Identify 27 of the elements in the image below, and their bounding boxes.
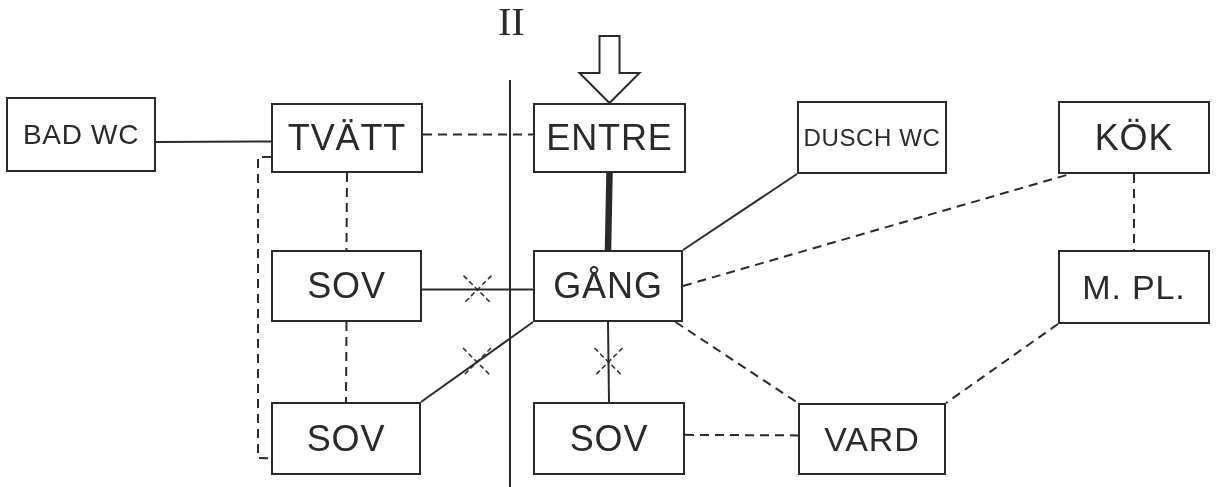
connector-line bbox=[604, 172, 613, 251]
section-label: II bbox=[498, 2, 525, 42]
room-box: BAD WC bbox=[6, 97, 156, 172]
room-box: DUSCH WC bbox=[797, 101, 947, 174]
connector-line bbox=[684, 433, 799, 437]
connector-line bbox=[422, 133, 534, 136]
connector-line bbox=[1133, 173, 1135, 251]
connector-line bbox=[155, 140, 272, 143]
room-box: VARD bbox=[798, 403, 946, 475]
connector-line bbox=[345, 172, 348, 251]
room-box: M. PL. bbox=[1058, 250, 1210, 324]
connector-line bbox=[421, 288, 534, 291]
connector-line bbox=[607, 321, 610, 403]
room-box: KÖK bbox=[1058, 101, 1210, 174]
connector-line bbox=[674, 321, 799, 404]
room-box: ENTRE bbox=[533, 103, 686, 173]
room-box: SOV bbox=[271, 250, 422, 322]
room-box: GÅNG bbox=[533, 250, 683, 322]
room-box: SOV bbox=[271, 402, 421, 475]
room-box: SOV bbox=[533, 402, 685, 475]
room-box: TVÄTT bbox=[271, 103, 423, 173]
connector-line bbox=[682, 173, 798, 251]
connector-line bbox=[945, 323, 1059, 404]
connector-line bbox=[257, 155, 272, 460]
connector-line bbox=[345, 321, 348, 403]
entry-arrow bbox=[577, 35, 642, 105]
connector-line bbox=[420, 321, 534, 403]
